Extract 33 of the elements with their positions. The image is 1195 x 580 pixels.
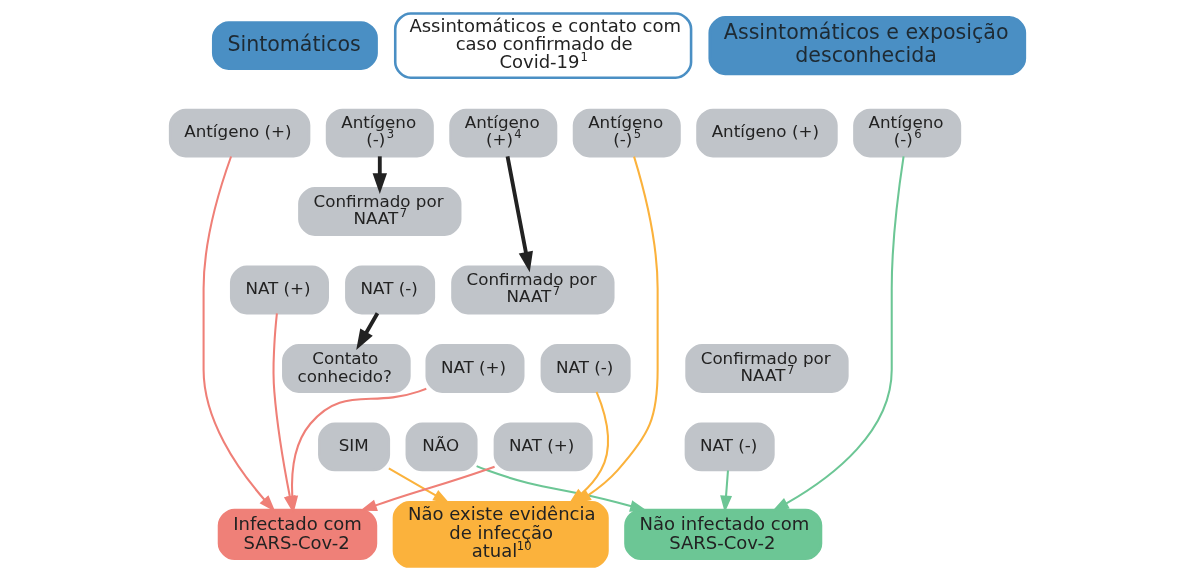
node-box: Antígeno (+)	[168, 108, 311, 158]
arrow	[372, 156, 388, 194]
node-box: Sintomáticos	[211, 21, 378, 71]
node-box: NAT (+)	[425, 344, 525, 393]
arrow	[772, 156, 905, 512]
node-box: Confirmado por NAAT$^{7}$	[298, 187, 462, 236]
node-box: NÃO	[405, 422, 478, 472]
node-box: Assintomáticos e exposição desconhecida	[708, 16, 1027, 76]
arrow	[476, 465, 648, 512]
node-box: Confirmado por NAAT$^{7}$	[685, 344, 849, 393]
node-box: Confirmado por NAAT$^{7}$	[451, 265, 615, 315]
node-box: NAT (+)	[229, 265, 329, 315]
node-box: SIM	[318, 422, 391, 472]
arrow	[388, 467, 450, 504]
node-box: Infectado com SARS-Cov-2	[217, 508, 378, 561]
node-box: NAT (-)	[540, 344, 631, 393]
node-box: Assintomáticos e contato com caso confirmado de Covid-19$^{1}$	[393, 12, 693, 80]
node-box: NAT (-)	[684, 422, 775, 472]
node-box: Antígeno (+)$^{4}$	[449, 108, 558, 158]
arrow	[505, 156, 533, 273]
node-box: Antígeno (-)$^{5}$	[572, 108, 681, 158]
node-box: Contato conhecido?	[282, 344, 411, 393]
node-box: Antígeno (-)$^{6}$	[853, 108, 962, 158]
node-box: Não existe evidência de infecção atual$^{10}$	[392, 500, 609, 568]
node-box: Antígeno (+)	[696, 108, 838, 158]
arrow	[202, 156, 276, 512]
node-box: NAT (-)	[345, 265, 436, 315]
node-box: NAT (+)	[493, 422, 593, 472]
node-box: Antígeno (-)$^{3}$	[325, 108, 434, 158]
arrow	[286, 387, 427, 513]
node-box: Não infectado com SARS-Cov-2	[624, 508, 823, 561]
arrow	[359, 465, 495, 511]
arrow	[356, 312, 380, 351]
